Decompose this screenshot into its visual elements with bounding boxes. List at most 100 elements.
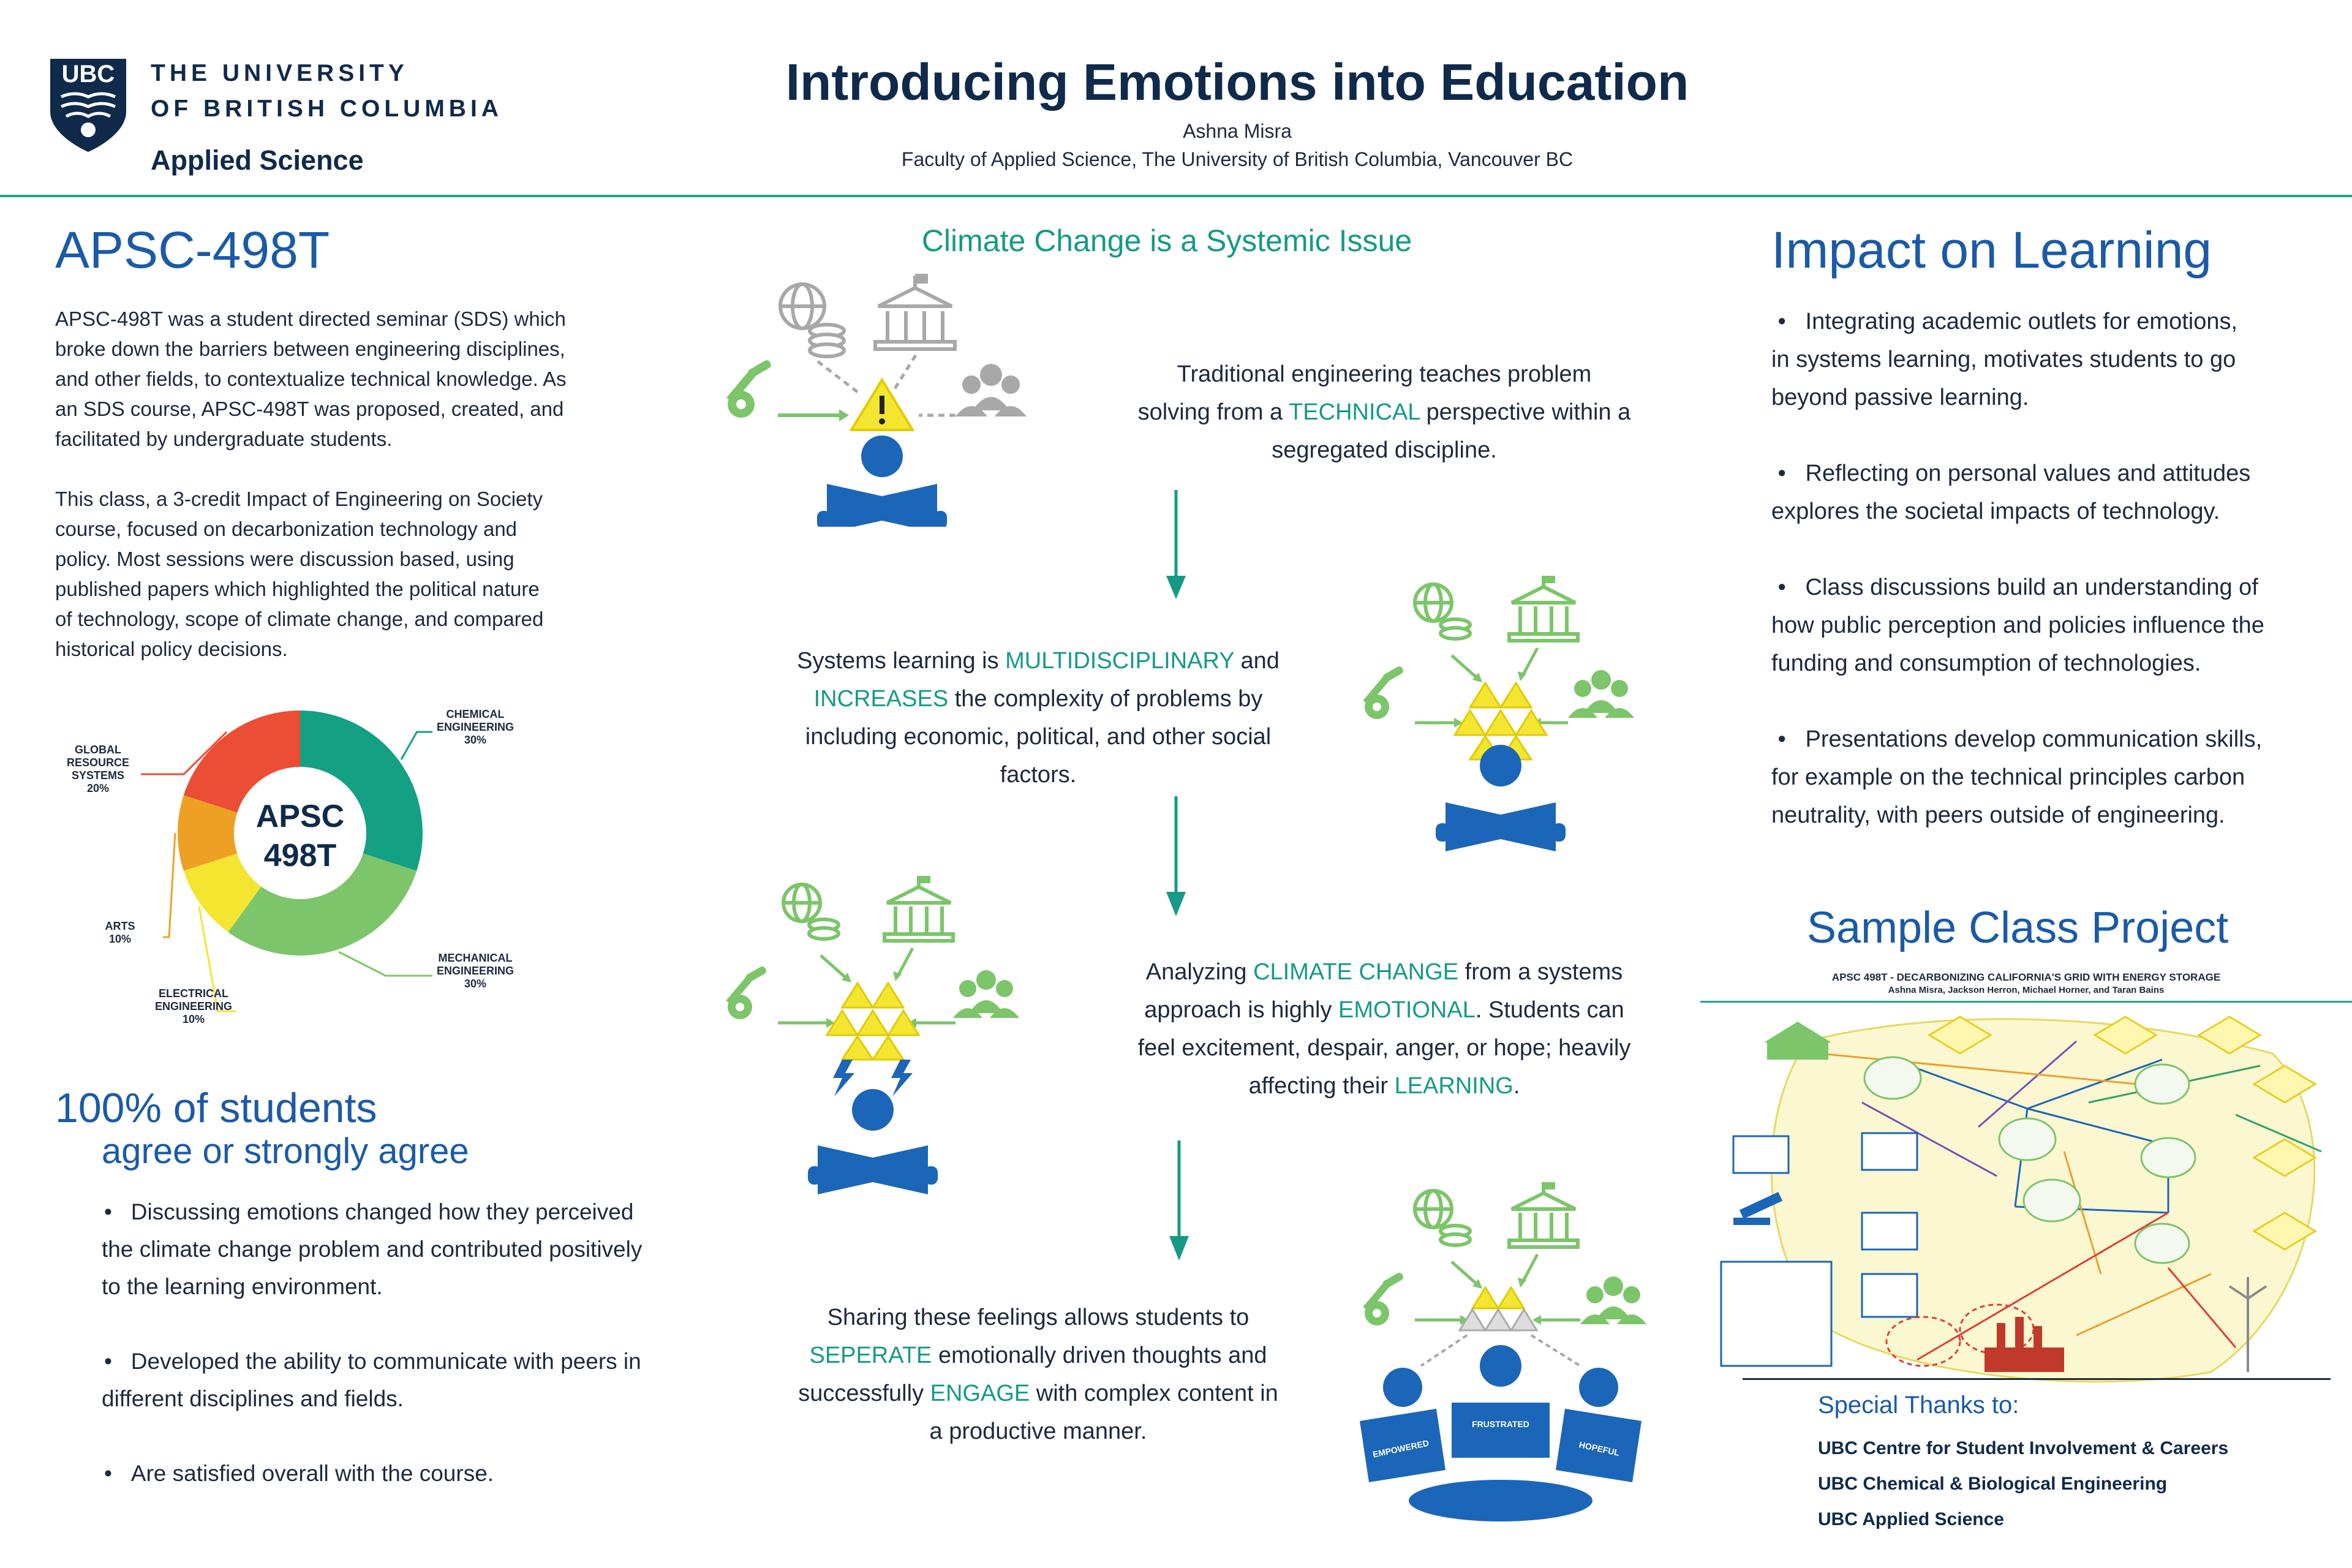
text-line: SEPERATE emotionally driven thoughts and	[735, 1336, 1341, 1374]
highlight-keyword: CLIMATE CHANGE	[1253, 959, 1459, 985]
donut-slice	[228, 853, 417, 956]
text-segment: solving from a	[1137, 399, 1289, 425]
header-divider	[0, 195, 2352, 197]
text-segment: affecting their	[1248, 1073, 1395, 1099]
donut-slice	[177, 795, 238, 871]
system-map-diagram	[1720, 1016, 2331, 1383]
impact-bullet-1: • Integrating academic outlets for emoti…	[1771, 309, 2238, 410]
poster-affiliation: Faculty of Applied Science, The Universi…	[901, 148, 1574, 170]
impact-heading: Impact on Learning	[1771, 221, 2212, 279]
thanks-item-1: UBC Centre for Student Involvement & Car…	[1818, 1438, 2229, 1458]
icon-cluster-sharing: EMPOWERED FRUSTRATED HOPEFUL	[1360, 1182, 1646, 1521]
impact-bullet-list: • Integrating academic outlets for emoti…	[1771, 303, 2264, 834]
text-line: This class, a 3-credit Impact of Enginee…	[55, 488, 543, 510]
text-line: broke down the barriers between engineer…	[55, 337, 565, 360]
text-engage: Sharing these feelings allows students t…	[735, 1298, 1341, 1450]
warning-icon	[849, 377, 915, 431]
leader-line	[400, 731, 432, 760]
text-line: solving from a TECHNICAL perspective wit…	[1078, 393, 1691, 431]
impact-bullet-4: • Presentations develop communication sk…	[1771, 726, 2263, 828]
text-line: feel excitement, despair, anger, or hope…	[1078, 1029, 1691, 1067]
globe-coins-icon	[1413, 1189, 1472, 1247]
text-line: approach is highly EMOTIONAL. Students c…	[1078, 991, 1691, 1029]
text-segment: segregated discipline.	[1272, 437, 1497, 463]
highlight-keyword: TECHNICAL	[1289, 399, 1420, 425]
people-group-icon	[1580, 1276, 1646, 1324]
stat-bullet-1: • Discussing emotions changed how they p…	[102, 1199, 643, 1299]
faculty-name: Applied Science	[151, 145, 364, 176]
highlight-keyword: INCREASES	[813, 686, 949, 712]
warning-icon	[825, 981, 921, 1061]
bullet-dot: •	[104, 1461, 131, 1486]
logo-text: UBC	[62, 61, 115, 88]
stat-heading: 100% of students	[55, 1085, 377, 1131]
project-heading: Sample Class Project	[1807, 903, 2229, 952]
text-segment: from a systems	[1458, 959, 1623, 985]
text-multidisciplinary: Systems learning is MULTIDISCIPLINARY an…	[735, 642, 1341, 794]
leader-line	[198, 906, 236, 1012]
text-line: a productive manner.	[735, 1412, 1341, 1450]
text-segment: a productive manner.	[929, 1419, 1147, 1444]
bullet-dot: •	[1771, 726, 1806, 752]
bullet-dot: •	[1771, 309, 1806, 334]
text-line: affecting their LEARNING.	[1078, 1067, 1691, 1105]
text-segment: and	[1234, 648, 1280, 674]
text-line: Analyzing CLIMATE CHANGE from a systems	[1078, 953, 1691, 991]
bullet-dot: •	[104, 1349, 131, 1374]
text-line: published papers which highlighted the p…	[55, 578, 540, 600]
text-segment: .	[1513, 1073, 1520, 1099]
student-reading-icon	[808, 1089, 938, 1194]
stat-subheading: agree or strongly agree	[102, 1131, 469, 1171]
icon-cluster-multidisciplinary	[1363, 576, 1634, 851]
student-reading-icon	[1436, 745, 1566, 851]
text-line: factors.	[735, 756, 1341, 794]
government-building-icon	[883, 876, 955, 943]
book-label-frustrated: FRUSTRATED	[1472, 1419, 1529, 1429]
highlight-keyword: ENGAGE	[930, 1381, 1030, 1406]
icon-cluster-technical	[726, 274, 1027, 527]
middle-heading: Climate Change is a Systemic Issue	[921, 224, 1412, 258]
text-line: successfully ENGAGE with complex content…	[735, 1374, 1341, 1412]
text-segment: Sharing these feelings allows students t…	[827, 1305, 1250, 1330]
text-segment: with complex content in	[1030, 1381, 1278, 1406]
impact-bullet-2: • Reflecting on personal values and atti…	[1771, 461, 2251, 524]
text-segment: feel excitement, despair, anger, or hope…	[1137, 1035, 1631, 1061]
text-line: Systems learning is MULTIDISCIPLINARY an…	[735, 642, 1341, 680]
arrow-down-icon	[1166, 490, 1186, 599]
stat-bullet-list: • Discussing emotions changed how they p…	[102, 1193, 642, 1492]
bullet-dot: •	[104, 1199, 131, 1224]
text-line: Traditional engineering teaches problem	[1078, 355, 1691, 393]
warning-icon	[1453, 681, 1548, 761]
highlight-keyword: LEARNING	[1394, 1073, 1513, 1099]
course-description-2: This class, a 3-credit Impact of Enginee…	[55, 484, 543, 664]
government-building-icon	[1507, 1182, 1580, 1249]
globe-coins-icon	[778, 282, 846, 358]
globe-coins-icon	[782, 883, 840, 941]
text-segment: emotionally driven thoughts and	[932, 1343, 1267, 1368]
text-line: INCREASES the complexity of problems by	[735, 680, 1341, 718]
arrow-down-icon	[1166, 796, 1186, 916]
text-line: including economic, political, and other…	[735, 718, 1341, 756]
people-group-icon	[956, 364, 1027, 417]
text-line: facilitated by undergraduate students.	[55, 428, 393, 450]
text-line: Sharing these feelings allows students t…	[735, 1298, 1341, 1336]
arrow-down-icon	[1169, 1140, 1189, 1261]
student-reading-icon	[1360, 1345, 1642, 1521]
people-group-icon	[1568, 670, 1634, 718]
bullet-dot: •	[1771, 461, 1806, 486]
poster-author: Ashna Misra	[1183, 120, 1292, 142]
text-segment: successfully	[798, 1381, 930, 1406]
text-segment: . Students can	[1475, 997, 1624, 1023]
text-segment: Analyzing	[1145, 959, 1254, 985]
lightning-icon	[833, 1060, 913, 1096]
text-line: policy. Most sessions were discussion ba…	[55, 548, 514, 570]
text-segment: including economic, political, and other…	[805, 724, 1272, 750]
donut-center-label-line1: APSC	[256, 799, 344, 834]
highlight-keyword: EMOTIONAL	[1338, 997, 1476, 1023]
donut-center-label-line2: 498T	[264, 838, 337, 873]
thanks-item-2: UBC Chemical & Biological Engineering	[1818, 1474, 2168, 1494]
